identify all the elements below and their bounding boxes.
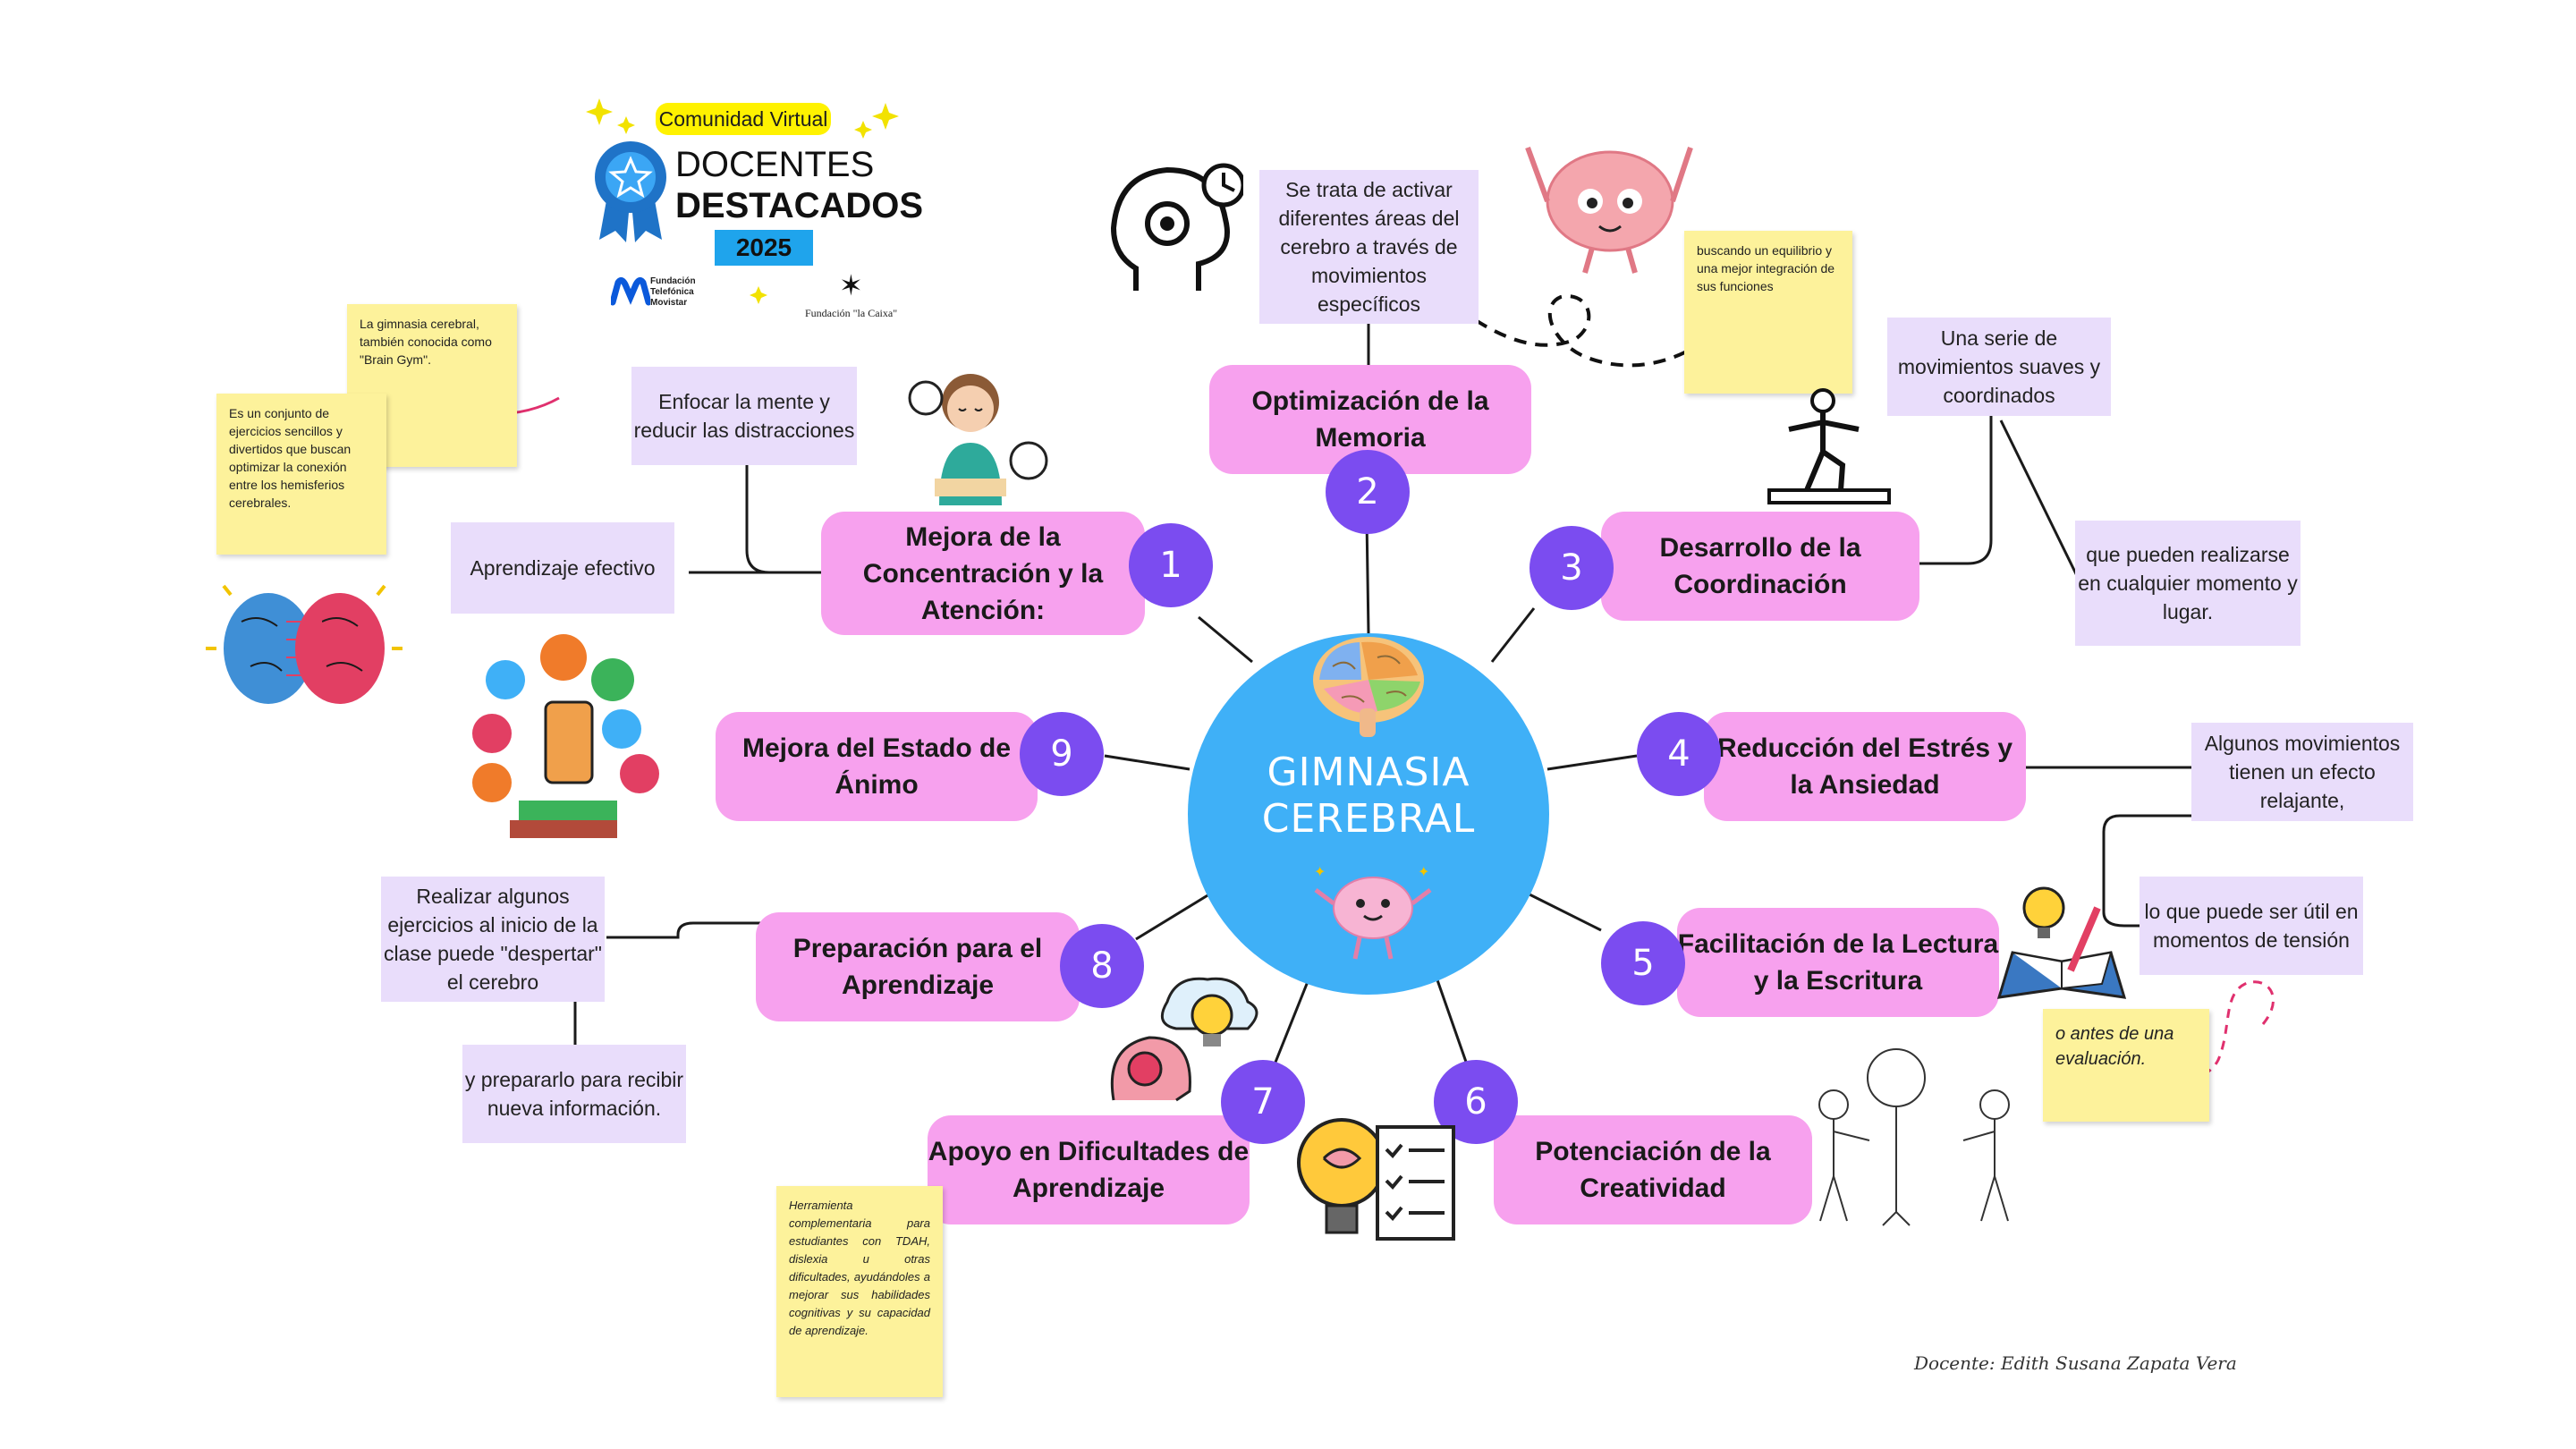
- spoke-4: [1546, 754, 1638, 771]
- svg-text:✦: ✦: [1314, 865, 1326, 880]
- note-stress-b: lo que puede ser útil en momentos de ten…: [2140, 877, 2363, 975]
- spoke-8: [1135, 888, 1217, 941]
- head-gear-icon: [1110, 163, 1243, 291]
- node-1-concentration[interactable]: Mejora de la Concentración y la Atención…: [821, 512, 1145, 635]
- sticky-definition: Es un conjunto de ejercicios sencillos y…: [216, 394, 386, 555]
- sticky-tool: Herramienta complementaria para estudian…: [776, 1186, 943, 1397]
- people-lightbulb-icon: [1818, 1048, 2010, 1226]
- girl-meditating-icon: [908, 374, 1048, 505]
- idea-checklist-icon: [1297, 1118, 1455, 1241]
- node-7-learning-difficulties[interactable]: Apoyo en Dificultades de Aprendizaje: [928, 1115, 1250, 1224]
- center-line2: CEREBRAL: [1261, 796, 1476, 842]
- node-6-creativity[interactable]: Potenciación de la Creatividad: [1494, 1115, 1812, 1224]
- node-3-number: 3: [1530, 526, 1614, 610]
- sponsor1: Fundación Telefónica Movistar: [650, 276, 696, 308]
- note-focus: Enfocar la mente y reducir las distracci…: [631, 367, 857, 465]
- happy-brain-icon: ✦✦: [1314, 865, 1432, 960]
- node-8-number: 8: [1060, 924, 1144, 1008]
- brain-character-icon: [1525, 146, 1693, 274]
- dashed-arrow: [1456, 294, 1701, 368]
- sponsor2: Fundación "la Caixa": [805, 307, 898, 319]
- spoke-6: [1434, 974, 1469, 1065]
- spoke-2: [1365, 518, 1370, 634]
- head-lightbulb-icon: [1110, 977, 1258, 1102]
- note-prep-a: Realizar algunos ejercicios al inicio de…: [381, 877, 605, 1002]
- note-stress-a: Algunos movimientos tienen un efecto rel…: [2191, 723, 2413, 821]
- exercise-person-icon: [1767, 388, 1891, 504]
- node-3-coordination[interactable]: Desarrollo de la Coordinación: [1601, 512, 1919, 621]
- logo-year: 2025: [715, 230, 813, 266]
- node-9-mood[interactable]: Mejora del Estado de Ánimo: [716, 712, 1038, 821]
- node-7-number: 7: [1221, 1060, 1305, 1144]
- sticky-evaluation: o antes de una evaluación.: [2043, 1009, 2209, 1122]
- community-label: Comunidad Virtual: [656, 103, 831, 135]
- center-title: GIMNASIA CEREBRAL: [1188, 750, 1549, 843]
- node-9-number: 9: [1020, 712, 1104, 796]
- node-4-stress[interactable]: Reducción del Estrés y la Ansiedad: [1704, 712, 2026, 821]
- logo-line2: DESTACADOS: [675, 186, 924, 225]
- spoke-9: [1104, 754, 1191, 771]
- note-coordination-a: Una serie de movimientos suaves y coordi…: [1887, 318, 2111, 416]
- logo-line1: DOCENTES: [675, 145, 875, 184]
- spoke-1: [1198, 615, 1253, 664]
- center-line1: GIMNASIA: [1267, 750, 1470, 795]
- badge-icon: [595, 141, 666, 242]
- note-memory: Se trata de activar diferentes áreas del…: [1259, 170, 1479, 324]
- caixa-star-icon: ✶: [839, 269, 863, 301]
- book-lightbulb-icon: [1996, 886, 2127, 999]
- spoke-3: [1490, 607, 1536, 663]
- brain-icon: [1313, 637, 1424, 737]
- note-effective: Aprendizaje efectivo: [451, 522, 674, 614]
- node-4-number: 4: [1637, 712, 1721, 796]
- movistar-logo: [609, 276, 652, 306]
- spoke-5: [1529, 893, 1602, 932]
- node-2-number: 2: [1326, 450, 1410, 534]
- logo-block: Comunidad Virtual DOCENTES DESTACADOS 20…: [586, 94, 926, 326]
- node-5-reading[interactable]: Facilitación de la Lectura y la Escritur…: [1677, 908, 1999, 1017]
- spoke-7: [1273, 974, 1312, 1065]
- phone-apps-icon: [472, 634, 659, 838]
- sticky-balance: buscando un equilibrio y una mejor integ…: [1684, 231, 1852, 394]
- node-8-preparation[interactable]: Preparación para el Aprendizaje: [756, 912, 1080, 1021]
- note-prep-b: y prepararlo para recibir nueva informac…: [462, 1045, 686, 1143]
- svg-text:✦: ✦: [1418, 865, 1429, 880]
- note-coordination-b: que pueden realizarse en cualquier momen…: [2075, 521, 2301, 646]
- node-1-number: 1: [1129, 523, 1213, 607]
- focus-connector: [745, 461, 821, 574]
- signature: Docente: Edith Susana Zapata Vera: [1914, 1352, 2237, 1374]
- node-5-number: 5: [1601, 921, 1685, 1005]
- sparkle-icon: [586, 98, 899, 304]
- brain-hemispheres-icon: [206, 584, 402, 704]
